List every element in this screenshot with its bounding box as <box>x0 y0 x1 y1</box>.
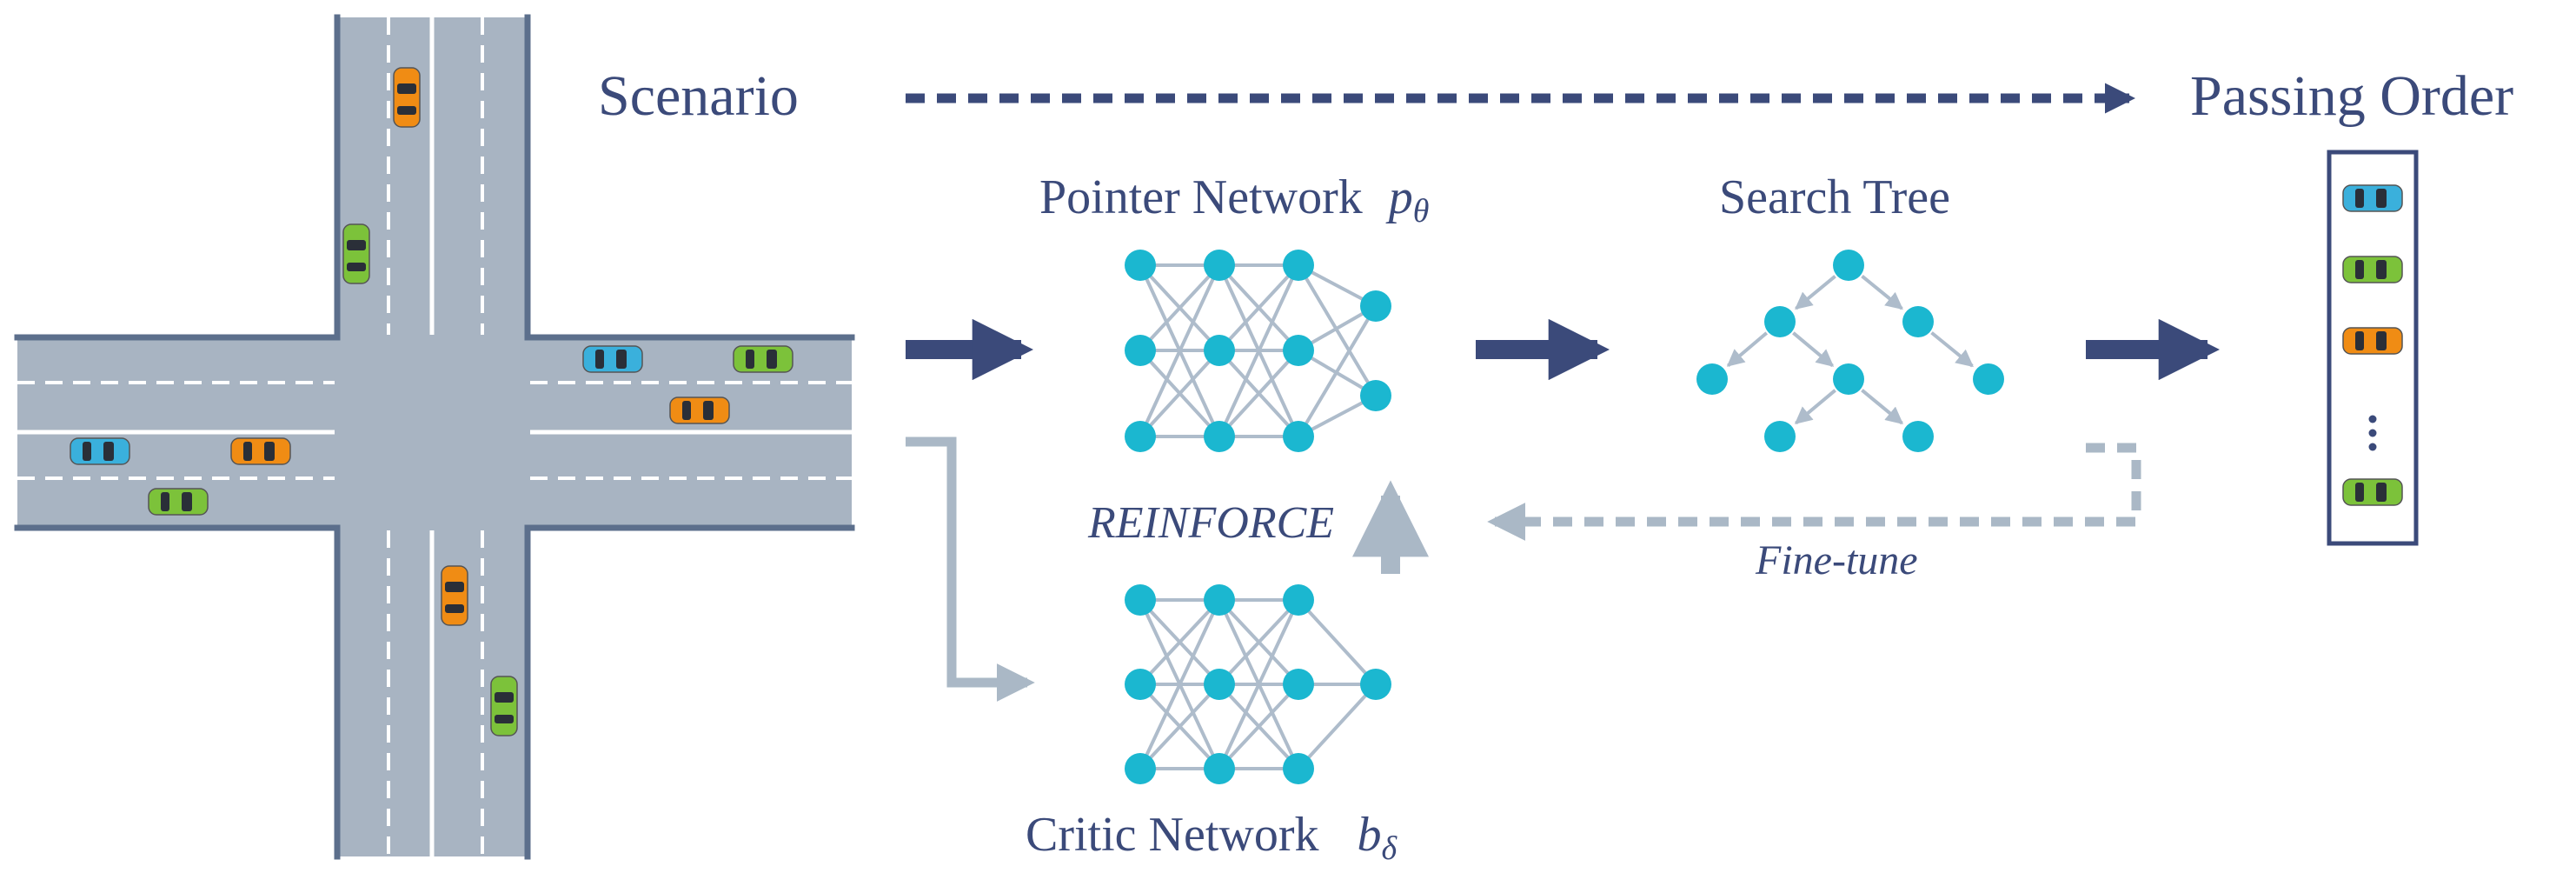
car-orange-right <box>669 397 730 424</box>
pointer-network-node <box>1125 335 1156 366</box>
vehicles <box>70 67 793 736</box>
pointer-network-node <box>1125 250 1156 281</box>
passing-order-ellipsis <box>2368 415 2377 451</box>
search-tree-label: Search Tree <box>1719 170 1950 224</box>
pointer-network-connection <box>1218 263 1300 352</box>
pointer-symbol: p <box>1385 170 1413 224</box>
critic-network-connection <box>1218 599 1300 770</box>
search-tree-node <box>1833 250 1864 281</box>
critic-subscript: δ <box>1381 830 1398 867</box>
critic-network-node <box>1125 753 1156 784</box>
pointer-network-connection <box>1139 349 1221 438</box>
critic-network-text: Critic Network <box>1026 808 1318 862</box>
critic-network-node <box>1283 753 1314 784</box>
lane-dashes <box>17 17 852 856</box>
search-tree-node <box>1764 306 1796 337</box>
road-edges <box>14 14 855 860</box>
search-tree-node <box>1902 421 1934 452</box>
pointer-network <box>1125 250 1391 452</box>
pointer-network-connection <box>1297 263 1378 397</box>
pointer-network-node <box>1360 290 1391 322</box>
critic-network-node <box>1204 669 1235 700</box>
scenario-to-critic-arrow <box>906 436 1035 702</box>
search-tree-edge <box>1792 331 1835 368</box>
pointer-network-connection <box>1218 264 1300 437</box>
passing-order-green-car-5 <box>2342 478 2403 506</box>
critic-network-label: Critic Network bδ <box>1026 808 1398 867</box>
critic-network-connection <box>1139 598 1221 686</box>
critic-network-connection <box>1139 599 1221 770</box>
car-green-bottom <box>490 676 518 736</box>
passing-order-list <box>2342 184 2403 506</box>
search-tree-node <box>1696 363 1728 395</box>
critic-network-node <box>1283 584 1314 616</box>
critic-network-connection <box>1139 683 1221 770</box>
critic-network-node <box>1283 669 1314 700</box>
car-blue-left <box>70 437 130 465</box>
search-tree-node <box>1833 363 1864 395</box>
intersection-scene <box>14 14 855 860</box>
search-tree-node <box>1973 363 2004 395</box>
search-tree-edge <box>1861 275 1903 310</box>
critic-network <box>1125 584 1391 784</box>
car-orange-left <box>230 437 291 465</box>
search-tree <box>1696 250 2004 452</box>
car-green-top <box>342 223 370 284</box>
search-tree-node <box>1764 421 1796 452</box>
pointer-network-node <box>1283 250 1314 281</box>
critic-network-node <box>1125 584 1156 616</box>
car-blue-right <box>582 345 643 373</box>
pointer-network-node <box>1125 421 1156 452</box>
car-orange-bottom <box>441 565 468 626</box>
critic-network-node <box>1360 669 1391 700</box>
fine-tune-label: Fine-tune <box>1755 537 1918 583</box>
pointer-network-connection <box>1139 264 1221 437</box>
pointer-network-node <box>1283 421 1314 452</box>
search-tree-edge <box>1726 331 1769 368</box>
search-tree-node <box>1902 306 1934 337</box>
pointer-network-connection <box>1297 304 1378 438</box>
search-tree-edge <box>1794 389 1836 425</box>
fine-tune-arrow <box>1487 443 2141 541</box>
pointer-subscript: θ <box>1413 193 1430 230</box>
pointer-network-node <box>1283 335 1314 366</box>
pointer-network-node <box>1204 421 1235 452</box>
pointer-network-connection <box>1218 349 1300 438</box>
reinforce-label: REINFORCE <box>1087 498 1334 548</box>
passing-order-blue-car-1 <box>2342 184 2403 212</box>
scenario-label: Scenario <box>598 64 799 128</box>
pointer-network-node <box>1204 335 1235 366</box>
search-tree-edge <box>1861 389 1904 425</box>
pointer-network-connection <box>1139 263 1221 352</box>
search-tree-edge <box>1930 331 1974 368</box>
car-green-right <box>733 345 793 373</box>
pointer-network-text: Pointer Network <box>1039 170 1363 224</box>
critic-network-connection <box>1297 683 1378 770</box>
search-tree-edge <box>1794 275 1836 310</box>
critic-network-connection <box>1218 683 1300 770</box>
critic-network-node <box>1204 584 1235 616</box>
critic-network-node <box>1125 669 1156 700</box>
passing-order-orange-car-3 <box>2342 327 2403 355</box>
center-lines <box>17 17 852 856</box>
critic-network-connection <box>1218 598 1300 686</box>
pointer-network-label: Pointer Network pθ <box>1039 170 1429 230</box>
passing-order-label: Passing Order <box>2190 64 2513 128</box>
critic-network-connection <box>1297 598 1378 686</box>
car-green-left <box>148 488 209 516</box>
critic-symbol: b <box>1357 808 1381 862</box>
critic-network-node <box>1204 753 1235 784</box>
pointer-network-node <box>1204 250 1235 281</box>
pointer-network-node <box>1360 380 1391 411</box>
car-orange-top <box>393 67 421 128</box>
passing-order-green-car-2 <box>2342 256 2403 283</box>
